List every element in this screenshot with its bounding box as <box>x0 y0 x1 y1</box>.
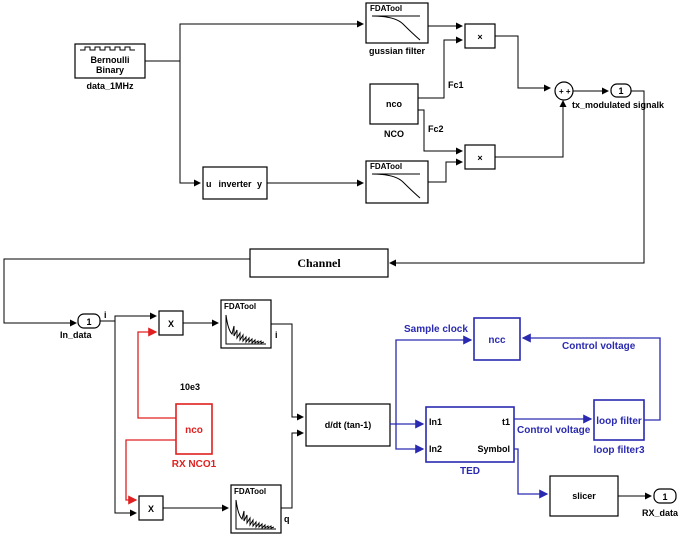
rx-multiplier-q[interactable]: X <box>138 495 164 521</box>
wire-channel-in <box>3 258 250 327</box>
rx-in-i: i <box>104 310 107 320</box>
bernoulli-line1: Bernoulli <box>90 55 129 65</box>
wire-nco-mult-i <box>137 327 176 419</box>
rx-out-port[interactable]: 1 <box>653 488 677 504</box>
wire-filter2-mult2 <box>428 158 463 183</box>
tx-out-port-num: 1 <box>618 86 623 96</box>
ted-in2: In2 <box>429 444 442 454</box>
nco-tx-label: nco <box>386 99 403 109</box>
rx-in-port-num: 1 <box>86 317 91 327</box>
bernoulli-binary-block[interactable]: Bernoulli Binary <box>74 43 146 79</box>
decay-response-icon-q <box>235 499 276 530</box>
rx-in-caption: In_data <box>60 330 93 340</box>
loop-filter-caption: loop filter3 <box>593 445 645 456</box>
inverter-out: y <box>257 179 262 189</box>
filter2-tag: FDATool <box>370 162 402 171</box>
sample-clock-label: Sample clock <box>404 324 468 335</box>
wire-in-mult-q <box>114 321 137 517</box>
wire-in-mult-i <box>100 312 157 322</box>
control-voltage-top: Control voltage <box>562 341 636 352</box>
mult2-symbol: × <box>477 153 482 163</box>
wire-q-dtan <box>281 429 304 509</box>
wire-tx-channel <box>389 90 645 267</box>
wire-ted-slicer <box>514 448 549 499</box>
ncc-block[interactable]: ncc <box>473 317 521 361</box>
filter1-caption: gussian filter <box>369 46 426 56</box>
rx-filter-q-tag: FDATool <box>234 487 266 496</box>
rx-nco-caption: RX NCO1 <box>172 459 217 470</box>
ncc-label: ncc <box>488 335 506 346</box>
rx-out-caption: RX_data <box>642 508 679 518</box>
tx-out-caption: tx_modulated signalk <box>572 100 665 110</box>
ted-symbol: Symbol <box>477 444 510 454</box>
multiplier-2[interactable]: × <box>464 144 496 170</box>
multiplier-1[interactable]: × <box>464 23 496 49</box>
wire-mult2-sum <box>495 100 567 158</box>
decay-response-icon-i <box>225 314 266 345</box>
wire-src-inverter <box>179 61 201 187</box>
inverter-label: inverter <box>218 179 252 189</box>
inverter-in: u <box>206 179 212 189</box>
tx-out-port[interactable]: 1 <box>610 83 632 98</box>
rx-in-port[interactable]: 1 <box>77 313 101 329</box>
loop-filter-label: loop filter <box>596 416 642 427</box>
rx-out-port-num: 1 <box>662 492 667 502</box>
slicer-block[interactable]: slicer <box>549 475 619 517</box>
ted-block[interactable]: In1 In2 t1 Symbol <box>425 406 515 463</box>
channel-block[interactable]: Channel <box>249 248 389 278</box>
i-label: i <box>275 330 278 340</box>
slicer-label: slicer <box>572 491 596 501</box>
rx-nco-value: 10e3 <box>180 382 200 392</box>
sum-signs: + + <box>559 87 571 96</box>
nco-tx-caption: NCO <box>384 129 404 139</box>
lowpass-response-icon <box>371 15 421 41</box>
sum-block[interactable]: + + <box>554 81 574 101</box>
mult1-symbol: × <box>477 32 482 42</box>
fc1-label: Fc1 <box>448 80 464 90</box>
q-label: q <box>284 514 290 524</box>
rx-filter-q[interactable]: FDATool <box>230 484 282 534</box>
ted-t1: t1 <box>502 417 510 427</box>
inverter-block[interactable]: u inverter y <box>202 166 268 200</box>
dtan-label: d/dt (tan-1) <box>325 420 372 430</box>
rx-mult-q-symbol: X <box>148 504 154 514</box>
nco-tx-block[interactable]: nco <box>369 83 419 125</box>
ted-in1: In1 <box>429 417 442 427</box>
bernoulli-caption: data_1MHz <box>86 81 134 91</box>
bernoulli-line2: Binary <box>96 65 124 75</box>
filter2-block[interactable]: FDATool <box>365 160 429 204</box>
gaussian-filter-block[interactable]: FDATool <box>365 2 429 44</box>
loop-filter-block[interactable]: loop filter <box>593 399 645 441</box>
control-voltage-mid: Control voltage <box>517 425 591 436</box>
rx-mult-i-symbol: X <box>168 319 174 329</box>
wire-i-dtan <box>271 323 304 421</box>
dtan-block[interactable]: d/dt (tan-1) <box>305 403 391 447</box>
filter1-tag: FDATool <box>370 4 402 13</box>
channel-label: Channel <box>297 256 341 270</box>
rx-filter-i-tag: FDATool <box>224 302 256 311</box>
wire-nco-mult-q <box>125 439 176 505</box>
wire-nco-mult2 <box>418 109 463 155</box>
wire-dtan-ncc <box>395 335 473 424</box>
square-wave-icon <box>80 46 135 51</box>
lowpass-response-icon-2 <box>371 173 421 199</box>
rx-multiplier-i[interactable]: X <box>158 310 184 336</box>
wire-nco-mult1 <box>418 36 463 99</box>
fc2-label: Fc2 <box>428 124 444 134</box>
wire-src-filter1 <box>145 20 364 62</box>
rx-nco-block[interactable]: nco <box>175 403 213 455</box>
wire-dtan-ted-in2 <box>395 424 425 454</box>
rx-filter-i[interactable]: FDATool <box>220 299 272 349</box>
wire-mult1-sum <box>495 35 551 92</box>
ted-caption: TED <box>460 466 480 477</box>
wire-loopfilter-ncc <box>521 333 661 421</box>
rx-nco-label: nco <box>185 425 203 436</box>
